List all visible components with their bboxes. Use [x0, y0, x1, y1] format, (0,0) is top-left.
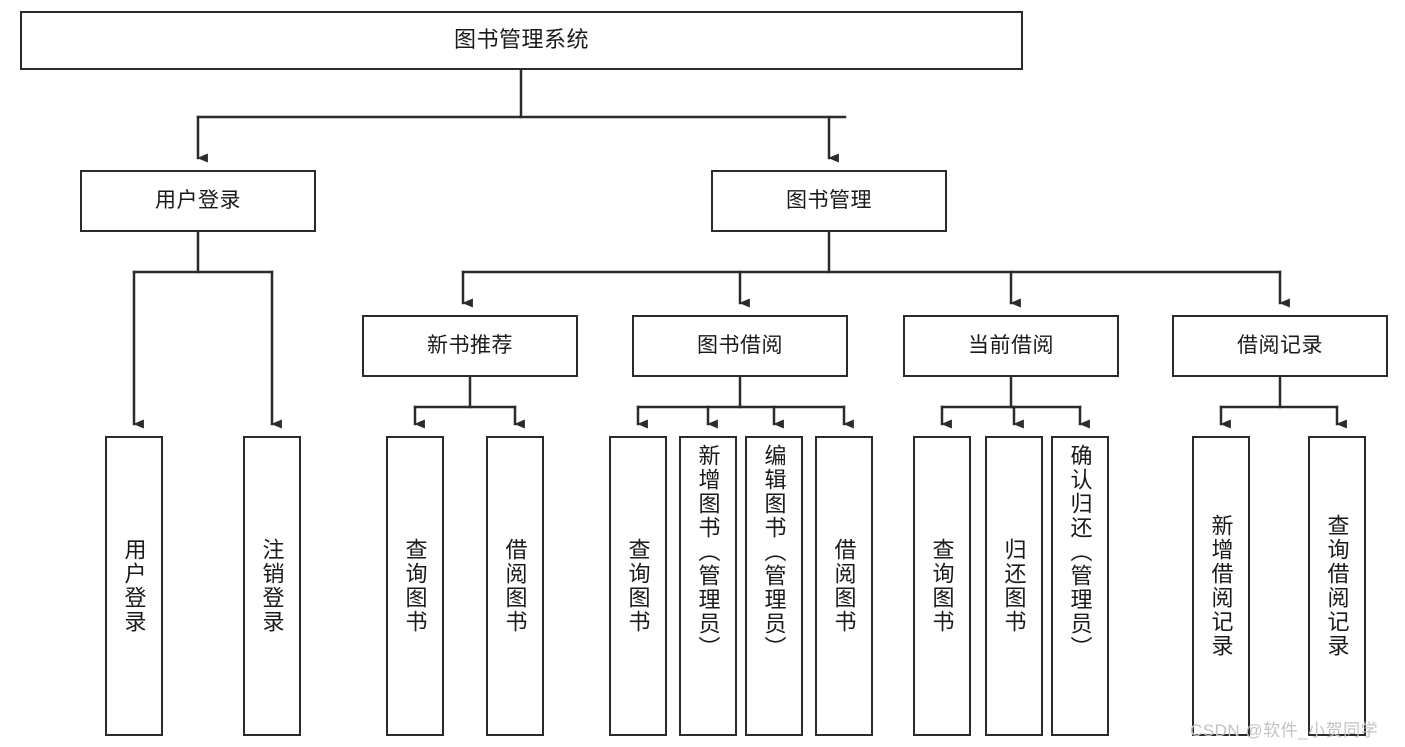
node-book-manage-label: 图书管理 [786, 188, 872, 212]
node-leaf-confirm-return[interactable]: 确认归还（管理员） [1051, 436, 1109, 736]
node-leaf-confirm-return-label: 确认归还（管理员） [1067, 444, 1093, 660]
node-current-borrow[interactable]: 当前借阅 [903, 315, 1119, 377]
node-user-login-label: 用户登录 [155, 188, 241, 212]
node-leaf-add-record-label: 新增借阅记录 [1208, 514, 1234, 658]
node-book-borrow[interactable]: 图书借阅 [632, 315, 848, 377]
node-leaf-logout[interactable]: 注销登录 [243, 436, 301, 736]
node-leaf-borrow-book-rec[interactable]: 借阅图书 [486, 436, 544, 736]
node-leaf-query-record[interactable]: 查询借阅记录 [1308, 436, 1366, 736]
node-book-manage[interactable]: 图书管理 [711, 170, 947, 232]
node-leaf-query-record-label: 查询借阅记录 [1324, 514, 1350, 658]
node-leaf-query-book-cur[interactable]: 查询图书 [913, 436, 971, 736]
node-leaf-logout-label: 注销登录 [259, 538, 285, 634]
node-new-book-recommend[interactable]: 新书推荐 [362, 315, 578, 377]
node-leaf-return-book-label: 归还图书 [1001, 538, 1027, 634]
node-root-label: 图书管理系统 [453, 27, 589, 53]
node-leaf-borrow-book-bor[interactable]: 借阅图书 [815, 436, 873, 736]
node-borrow-record[interactable]: 借阅记录 [1172, 315, 1388, 377]
node-leaf-return-book[interactable]: 归还图书 [985, 436, 1043, 736]
node-leaf-borrow-book-bor-label: 借阅图书 [831, 538, 857, 634]
node-leaf-add-record[interactable]: 新增借阅记录 [1192, 436, 1250, 736]
csdn-watermark: CSDN @软件_小贺同学 [1190, 721, 1379, 740]
node-leaf-user-login[interactable]: 用户登录 [105, 436, 163, 736]
node-leaf-user-login-label: 用户登录 [121, 538, 147, 634]
node-leaf-edit-book[interactable]: 编辑图书（管理员） [745, 436, 803, 736]
node-new-book-recommend-label: 新书推荐 [427, 333, 513, 357]
node-leaf-query-book-bor-label: 查询图书 [625, 538, 651, 634]
node-leaf-query-book-bor[interactable]: 查询图书 [609, 436, 667, 736]
node-borrow-record-label: 借阅记录 [1237, 333, 1323, 357]
node-book-borrow-label: 图书借阅 [697, 333, 783, 357]
node-root[interactable]: 图书管理系统 [20, 11, 1023, 70]
node-leaf-query-book-rec-label: 查询图书 [402, 538, 428, 634]
node-leaf-query-book-rec[interactable]: 查询图书 [386, 436, 444, 736]
node-user-login[interactable]: 用户登录 [80, 170, 316, 232]
node-leaf-add-book[interactable]: 新增图书（管理员） [679, 436, 737, 736]
node-leaf-query-book-cur-label: 查询图书 [929, 538, 955, 634]
node-leaf-borrow-book-rec-label: 借阅图书 [502, 538, 528, 634]
node-current-borrow-label: 当前借阅 [968, 333, 1054, 357]
node-leaf-add-book-label: 新增图书（管理员） [695, 444, 721, 660]
node-leaf-edit-book-label: 编辑图书（管理员） [761, 444, 787, 660]
